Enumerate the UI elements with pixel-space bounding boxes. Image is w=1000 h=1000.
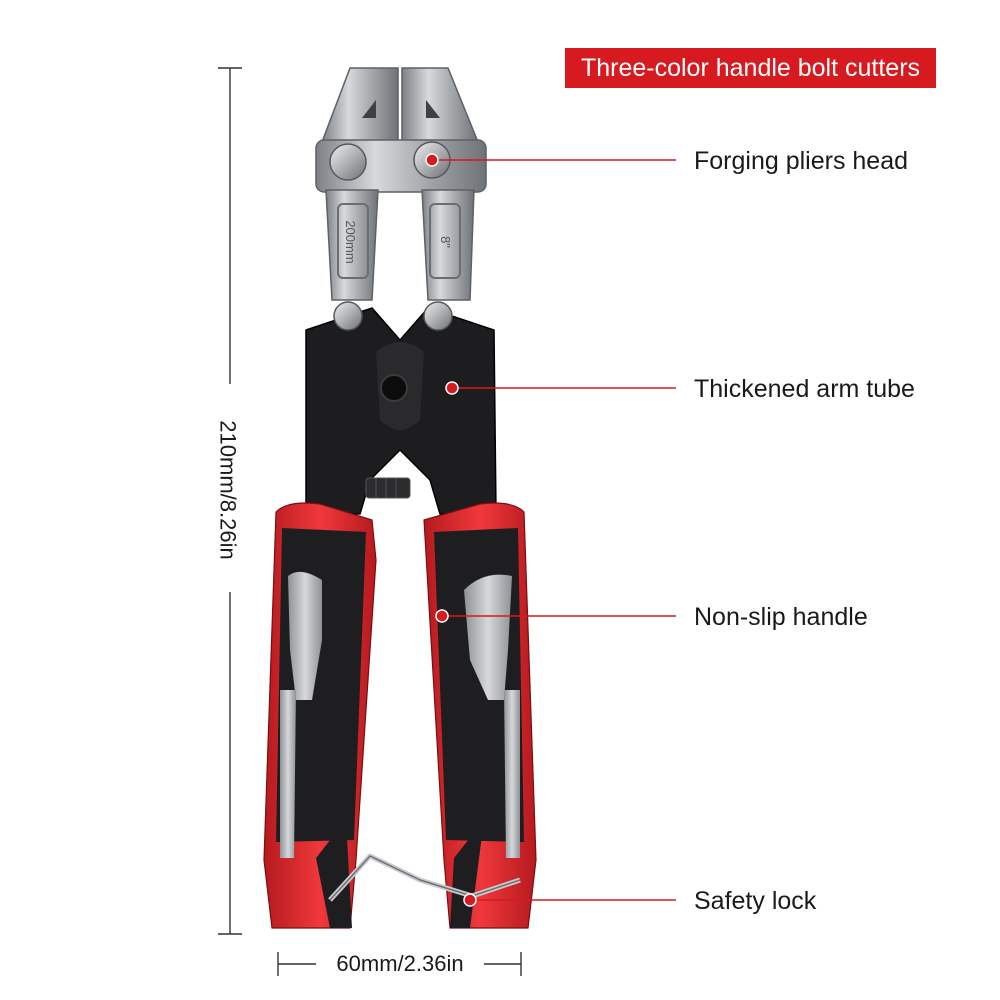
product-title-badge: Three-color handle bolt cutters <box>565 48 936 88</box>
left-blade-marking: 200mm <box>343 220 358 263</box>
pivot-bolts <box>329 141 453 331</box>
width-dimension-line <box>277 952 522 976</box>
cutter-arms <box>325 189 475 301</box>
callout-leaders <box>432 159 676 901</box>
callout-dots <box>425 153 477 907</box>
right-blade-marking: 8" <box>438 236 453 248</box>
width-dimension-label: 60mm/2.36in <box>336 951 464 976</box>
feature-label-safety-lock: Safety lock <box>694 887 817 915</box>
feature-label-head: Forging pliers head <box>694 147 909 175</box>
height-dimension: 210mm/8.26in <box>208 390 248 590</box>
black-arm-tube <box>305 307 497 515</box>
feature-label-handle: Non-slip handle <box>694 603 868 631</box>
feature-label-arm-tube: Thickened arm tube <box>694 375 915 403</box>
height-dimension-label: 210mm/8.26in <box>216 420 242 560</box>
height-dimension-line <box>218 67 242 935</box>
left-handle <box>263 502 377 929</box>
right-handle <box>423 502 537 929</box>
